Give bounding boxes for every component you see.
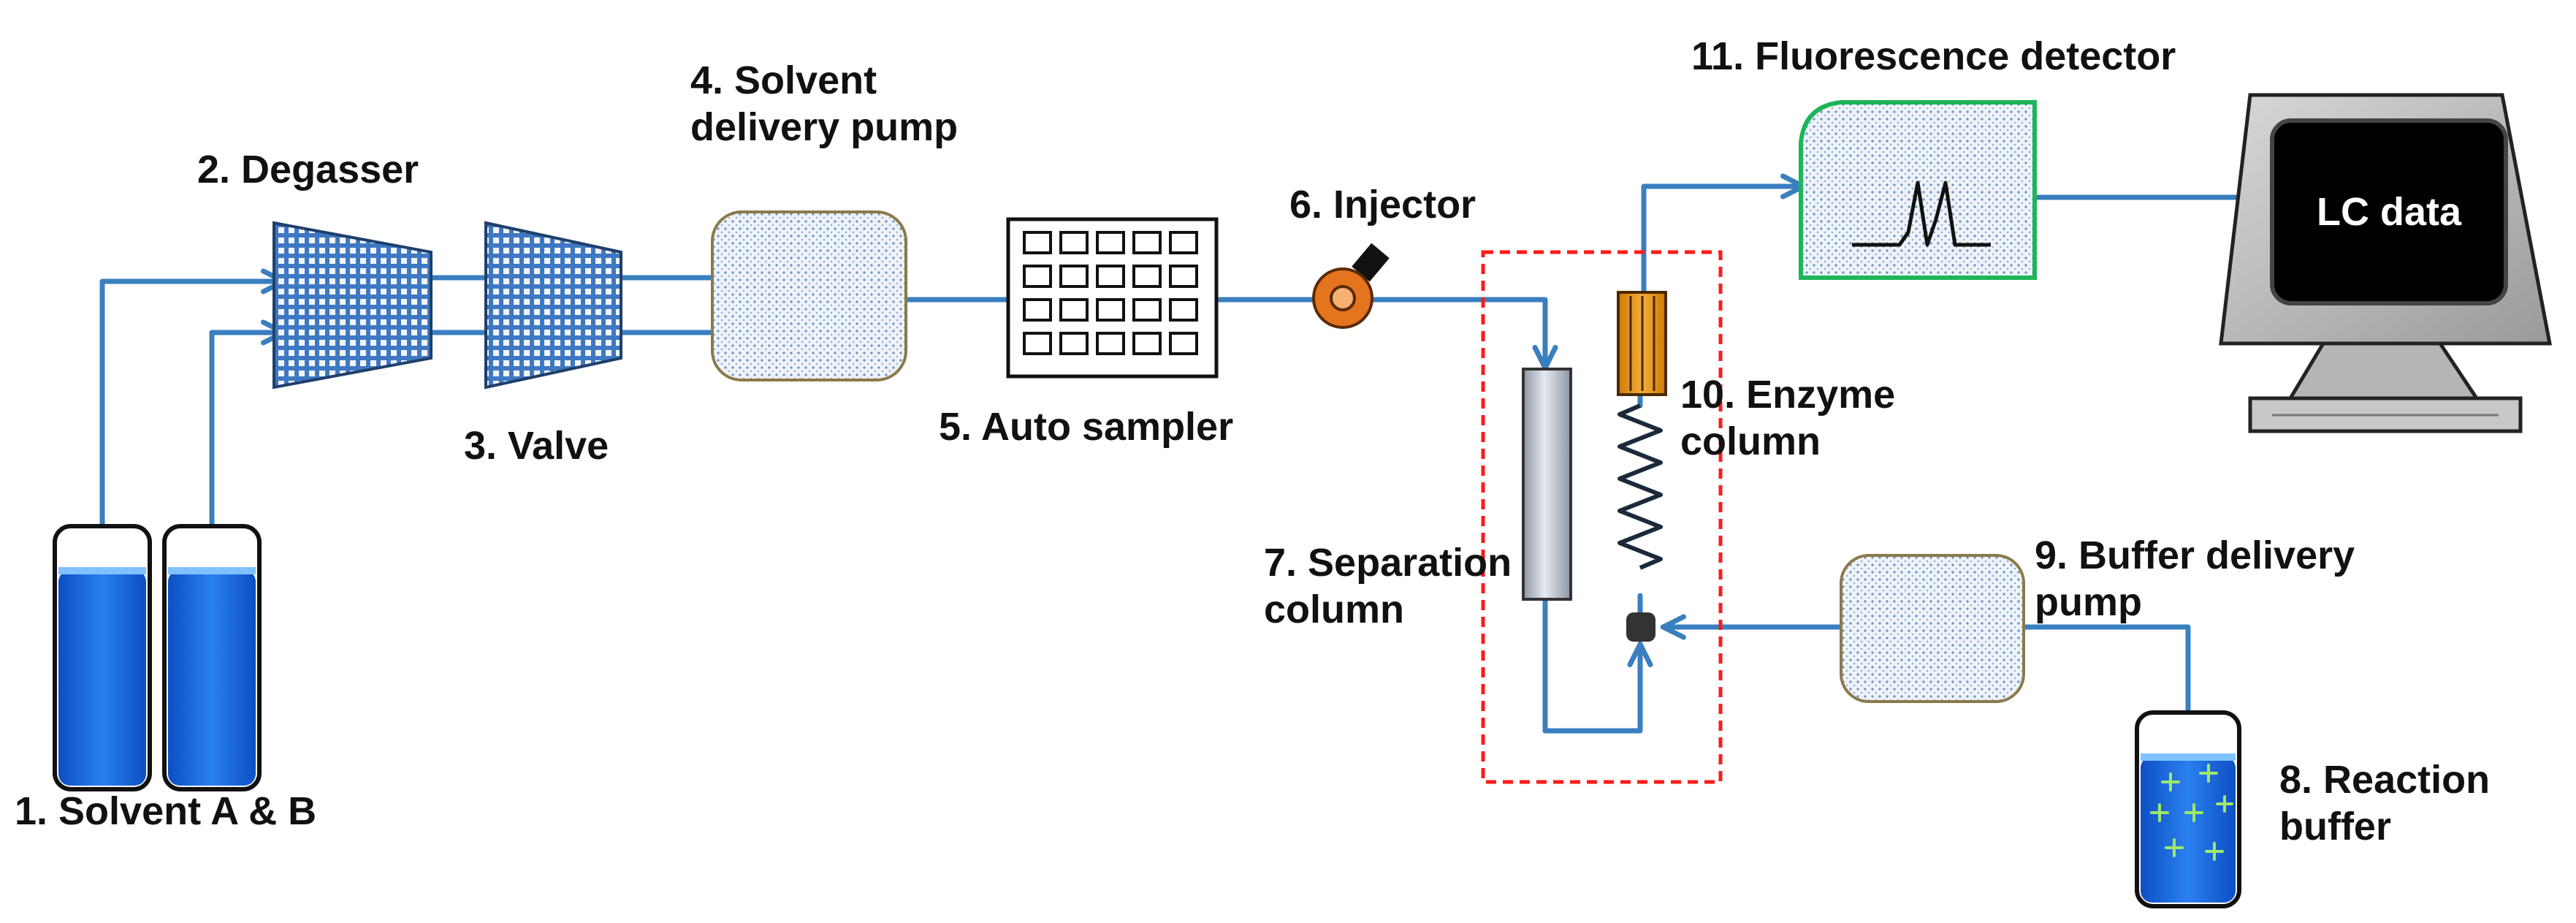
auto-sampler-icon — [1006, 217, 1219, 379]
enzyme-detector-line — [1641, 186, 1801, 295]
flow-lines — [99, 186, 2272, 734]
reaction-coil-icon — [1617, 403, 1663, 570]
monitor-icon — [2219, 93, 2553, 433]
enzyme-column-label: 10. Enzyme column — [1680, 373, 1896, 463]
degasser-label: 2. Degasser — [197, 148, 419, 191]
fluorescence-detector-label: 11. Fluorescence detector — [1691, 34, 2176, 78]
solvent-bottle-b — [162, 524, 262, 791]
valve-icon — [484, 221, 622, 390]
buffer-pump-label: 9. Buffer delivery pump — [2035, 533, 2355, 624]
auto-sampler-label: 5. Auto sampler — [939, 405, 1234, 449]
reaction-buffer-bottle — [2135, 710, 2241, 908]
mixing-tee-icon — [1626, 612, 1655, 642]
valve-label: 3. Valve — [464, 424, 609, 468]
lc-data-label: LC data — [2316, 190, 2462, 234]
injector-column-line — [1363, 297, 1545, 365]
injector-icon — [1312, 243, 1390, 329]
reaction-box — [1481, 250, 1723, 784]
solvent-pump-icon — [711, 210, 907, 381]
buffer-pump-icon — [1840, 554, 2025, 703]
solvent-pump-label: 4. Solvent delivery pump — [690, 58, 959, 149]
reservoir-buffer-line — [2021, 624, 2191, 734]
injector-label: 6. Injector — [1289, 183, 1476, 227]
column-tee-line — [1542, 596, 1640, 734]
separation-column-icon — [1522, 368, 1572, 601]
degasser-icon — [273, 221, 432, 390]
solvent-b-line — [209, 333, 281, 551]
solvent-a-line — [99, 281, 281, 551]
enzyme-column-icon — [1617, 291, 1667, 396]
fluorescence-detector-icon — [1799, 100, 2037, 280]
solvent-label: 1. Solvent A & B — [15, 789, 317, 833]
reaction-buffer-label: 8. Reaction buffer — [2279, 758, 2491, 848]
solvent-bottle-a — [53, 524, 152, 791]
separation-column-label: 7. Separation column — [1264, 541, 1512, 631]
